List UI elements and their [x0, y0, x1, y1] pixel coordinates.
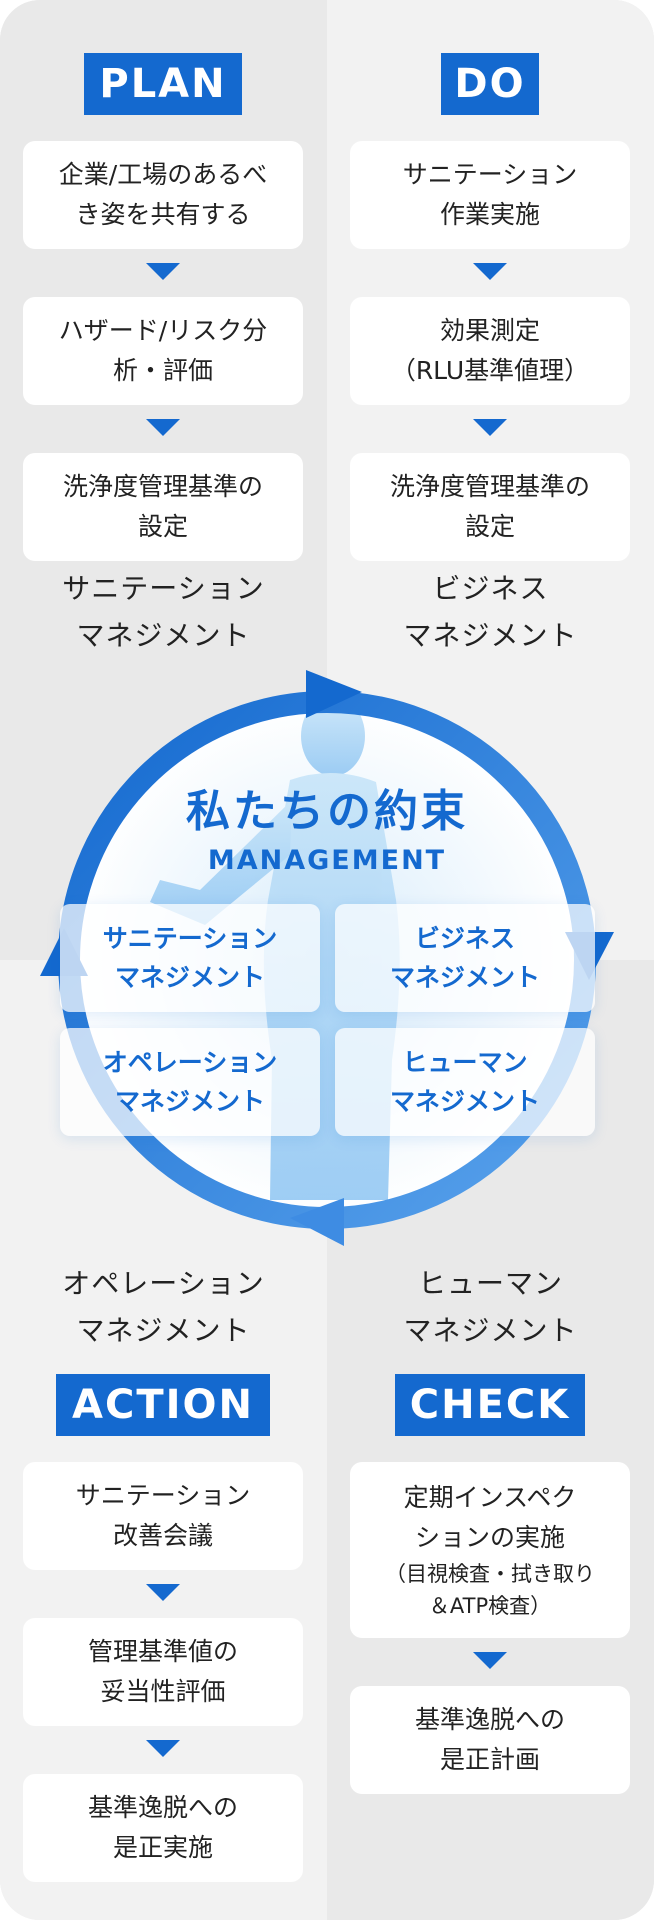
operation-management-label: オペレーション マネジメント [62, 1267, 265, 1347]
do-step-1-text: サニテーション 作業実施 [402, 160, 578, 229]
down-arrow-icon [473, 419, 507, 436]
action-step-3: 基準逸脱への 是正実施 [23, 1774, 303, 1882]
promise-subtitle: MANAGEMENT [207, 845, 447, 876]
action-step-2: 管理基準値の 妥当性評価 [23, 1618, 303, 1726]
plan-column: PLAN 企業/工場のあるべ き姿を共有する ハザード/リスク分 析・評価 洗浄… [23, 53, 303, 561]
check-step-2-text: 基準逸脱への 是正計画 [414, 1705, 565, 1774]
cycle-arrow-top-icon [306, 670, 362, 718]
down-arrow-icon [146, 263, 180, 280]
check-step-1-text: 定期インスペク ションの実施 [403, 1483, 577, 1552]
plan-step-2: ハザード/リスク分 析・評価 [23, 297, 303, 405]
down-arrow-icon [473, 263, 507, 280]
check-label: CHECK [395, 1374, 585, 1436]
plan-step-3: 洗浄度管理基準の 設定 [23, 453, 303, 561]
do-step-2: 効果測定 （RLU基準値理） [350, 297, 630, 405]
plan-step-1: 企業/工場のあるべ き姿を共有する [23, 141, 303, 249]
sanitation-management-label: サニテーション マネジメント [62, 572, 265, 652]
check-column: CHECK 定期インスペク ションの実施 （目視検査・拭き取り ＆ATP検査） … [350, 1374, 630, 1794]
action-step-1: サニテーション 改善会議 [23, 1462, 303, 1570]
action-step-2-text: 管理基準値の 妥当性評価 [87, 1637, 238, 1706]
card-human-management: ヒューマン マネジメント [335, 1028, 595, 1136]
action-column: ACTION サニテーション 改善会議 管理基準値の 妥当性評価 基準逸脱への … [23, 1374, 303, 1882]
plan-label: PLAN [84, 53, 242, 115]
do-step-2-text: 効果測定 （RLU基準値理） [390, 316, 590, 385]
promise-title: 私たちの約束 [186, 786, 468, 837]
do-label: DO [441, 53, 539, 115]
check-step-1: 定期インスペク ションの実施 （目視検査・拭き取り ＆ATP検査） [350, 1462, 630, 1638]
down-arrow-icon [146, 419, 180, 436]
do-step-3: 洗浄度管理基準の 設定 [350, 453, 630, 561]
card-business-management: ビジネス マネジメント [335, 904, 595, 1012]
do-step-1: サニテーション 作業実施 [350, 141, 630, 249]
action-step-3-text: 基準逸脱への 是正実施 [87, 1793, 238, 1862]
card-operation-management: オペレーション マネジメント [60, 1028, 320, 1136]
cycle-arrow-bottom-icon [290, 1198, 344, 1246]
down-arrow-icon [473, 1652, 507, 1669]
do-step-3-text: 洗浄度管理基準の 設定 [389, 472, 590, 541]
plan-step-1-text: 企業/工場のあるべ き姿を共有する [58, 160, 268, 229]
business-management-label: ビジネス マネジメント [403, 572, 578, 652]
plan-step-3-text: 洗浄度管理基準の 設定 [62, 472, 263, 541]
down-arrow-icon [146, 1740, 180, 1757]
action-step-1-text: サニテーション 改善会議 [75, 1481, 251, 1550]
card-sanitation-management: サニテーション マネジメント [60, 904, 320, 1012]
plan-step-2-text: ハザード/リスク分 析・評価 [58, 316, 268, 385]
down-arrow-icon [146, 1584, 180, 1601]
check-step-2: 基準逸脱への 是正計画 [350, 1686, 630, 1794]
check-step-1-subtext: （目視検査・拭き取り ＆ATP検査） [385, 1562, 595, 1618]
do-column: DO サニテーション 作業実施 効果測定 （RLU基準値理） 洗浄度管理基準の … [350, 53, 630, 561]
action-label: ACTION [56, 1374, 270, 1436]
human-management-label: ヒューマン マネジメント [403, 1267, 578, 1347]
